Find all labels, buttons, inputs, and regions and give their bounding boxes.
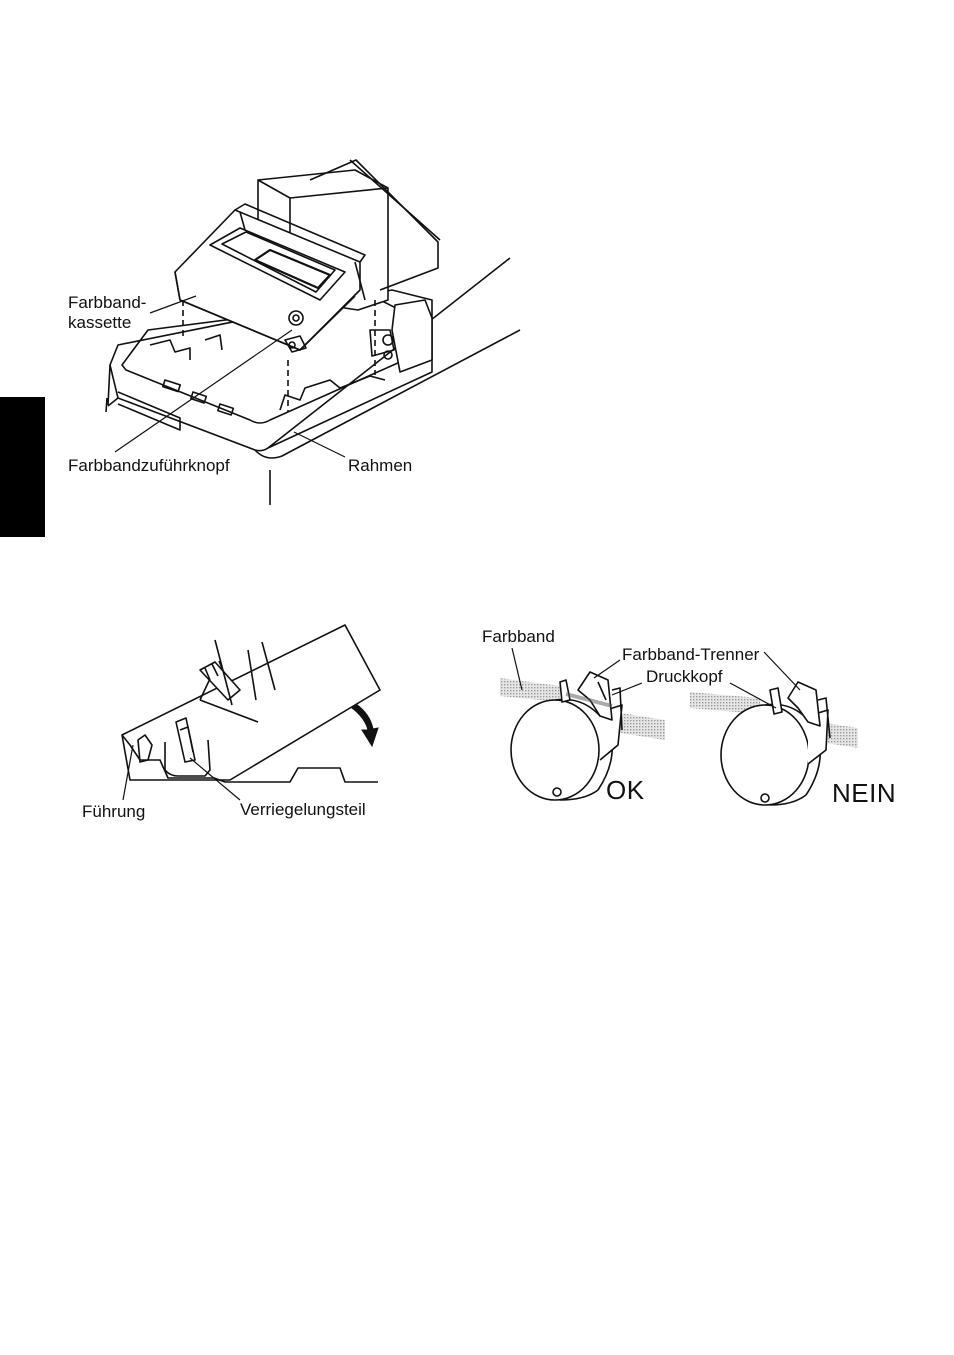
print-head-cylinder-ok: [511, 700, 599, 800]
label-ribbon-cassette-line2: kassette: [68, 313, 131, 333]
print-head-cylinder-nein: [721, 705, 809, 805]
label-nein: NEIN: [832, 779, 896, 807]
figure-cassette-locking-detail: [122, 625, 380, 782]
label-print-head: Druckkopf: [646, 667, 723, 687]
leader-separator-nein: [764, 652, 800, 690]
label-ok: OK: [606, 776, 645, 804]
label-ribbon-cassette-line1: Farbband-: [68, 293, 146, 313]
tilted-cassette-body: [122, 625, 380, 780]
leader-separator-ok: [594, 660, 620, 678]
label-lock-part: Verriegelungsteil: [240, 800, 366, 820]
rotate-down-arrow-icon: [352, 704, 378, 746]
ribbon-feed-knob-shape: [289, 311, 303, 325]
ribbon-band-ok-rear: [500, 678, 560, 702]
label-frame: Rahmen: [348, 456, 412, 476]
figure-ribbon-cassette-install: [106, 160, 520, 505]
label-ribbon: Farbband: [482, 627, 555, 647]
label-ribbon-feed-knob: Farbbandzuführknopf: [68, 456, 230, 476]
label-ribbon-separator: Farbband-Trenner: [622, 645, 759, 665]
label-guide: Führung: [82, 802, 145, 822]
